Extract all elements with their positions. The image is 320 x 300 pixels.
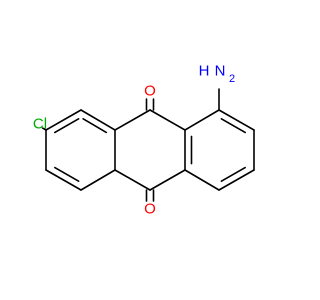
bond-l5-l6 <box>45 109 82 131</box>
bond-l5-cl <box>41 127 47 131</box>
bond-l3-l4-inner <box>54 166 80 182</box>
bond-r5-r6 <box>218 109 255 131</box>
bond-c10-l2 <box>114 169 151 191</box>
hydrogen-count-subscript: 2 <box>229 73 235 85</box>
atom-oxygen-top: O <box>144 83 156 100</box>
bond-c10-r2 <box>149 169 186 191</box>
atom-nitrogen: N <box>215 63 226 80</box>
bond-r3-r4 <box>218 169 255 191</box>
bond-r3-r4-inner <box>220 166 246 182</box>
bond-layer <box>41 88 255 202</box>
atom-oxygen-bottom: O <box>144 201 156 218</box>
bond-c9-l1 <box>114 109 151 131</box>
bond-r6-r1 <box>184 109 220 131</box>
atom-chlorine: Cl <box>33 116 47 133</box>
bond-l6-l1-inner <box>82 118 108 134</box>
bond-l2-l3 <box>80 169 116 191</box>
bond-c9-r1 <box>149 109 186 131</box>
molecule-structure: O O H N 2 Cl <box>33 63 255 218</box>
atom-hydrogen: H <box>199 63 210 80</box>
bond-l3-l4 <box>45 169 82 191</box>
bond-r5-r6-inner <box>220 118 246 134</box>
bond-l5-l6-inner <box>54 118 80 134</box>
bond-r2-r3 <box>184 169 220 191</box>
bond-l6-l1 <box>80 109 116 131</box>
